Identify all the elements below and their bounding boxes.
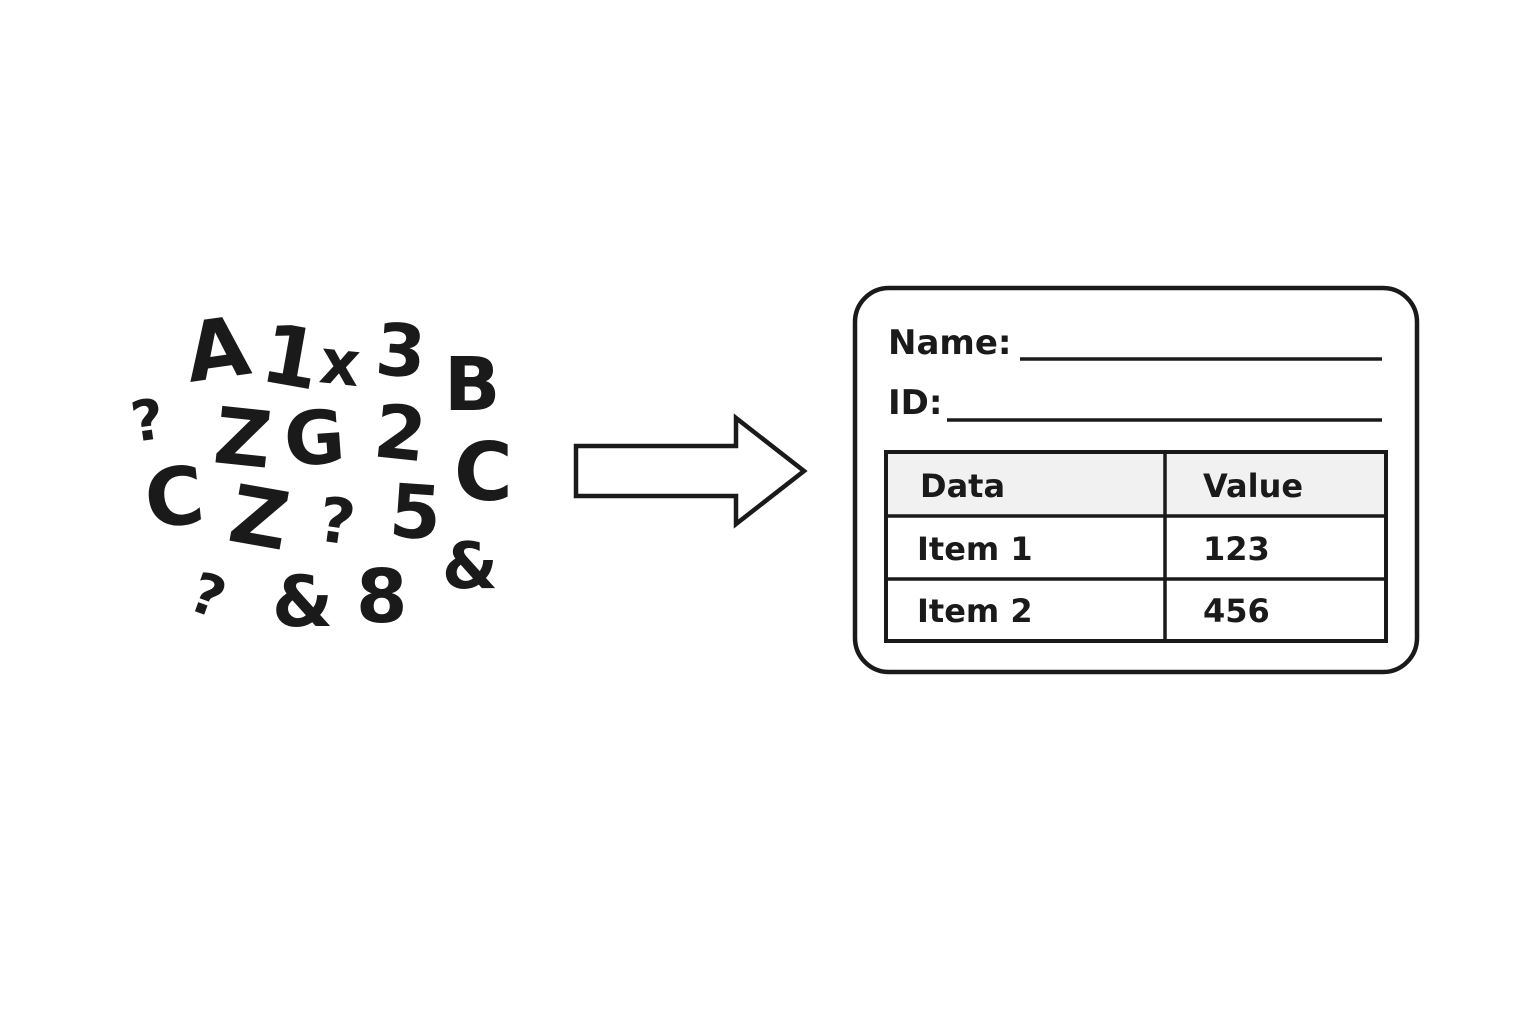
scrambled-char: Z — [210, 391, 276, 486]
scrambled-char: & — [442, 530, 498, 604]
right-arrow-icon — [573, 413, 808, 529]
scrambled-char: ? — [314, 483, 360, 560]
table-cell-item-2: Item 2 — [917, 592, 1033, 630]
table-cell-value-2: 456 — [1203, 592, 1270, 630]
scrambled-char: ? — [127, 387, 168, 456]
data-table: Data Value Item 1 123 Item 2 456 — [884, 450, 1388, 643]
scrambled-characters-cluster: A 1 x 3 B ? Z G 2 C C Z ? 5 & ? & 8 — [127, 299, 513, 643]
structured-form-card: Name: ID: Data Value Item 1 123 Item 2 4… — [852, 285, 1420, 675]
scrambled-char: & — [272, 561, 333, 643]
id-label: ID: — [888, 383, 942, 423]
table-cell-value-1: 123 — [1203, 530, 1270, 568]
scrambled-char: G — [281, 394, 348, 484]
scrambled-char: 5 — [387, 468, 444, 557]
scrambled-char: C — [140, 448, 208, 547]
scrambled-char: ? — [181, 560, 234, 632]
scrambled-char: C — [454, 426, 513, 519]
scrambled-char: B — [444, 342, 500, 428]
scrambled-char: 8 — [356, 554, 408, 640]
table-header-row — [886, 452, 1386, 516]
scrambled-char: 2 — [370, 388, 430, 479]
table-header-data: Data — [920, 467, 1005, 505]
scrambled-char: 3 — [373, 307, 429, 394]
scrambled-char: x — [316, 324, 363, 401]
table-border — [884, 450, 1388, 643]
name-label: Name: — [888, 323, 1011, 363]
table-cell-item-1: Item 1 — [917, 530, 1033, 568]
table-header-value: Value — [1203, 467, 1303, 505]
scrambled-char: A — [180, 299, 257, 402]
